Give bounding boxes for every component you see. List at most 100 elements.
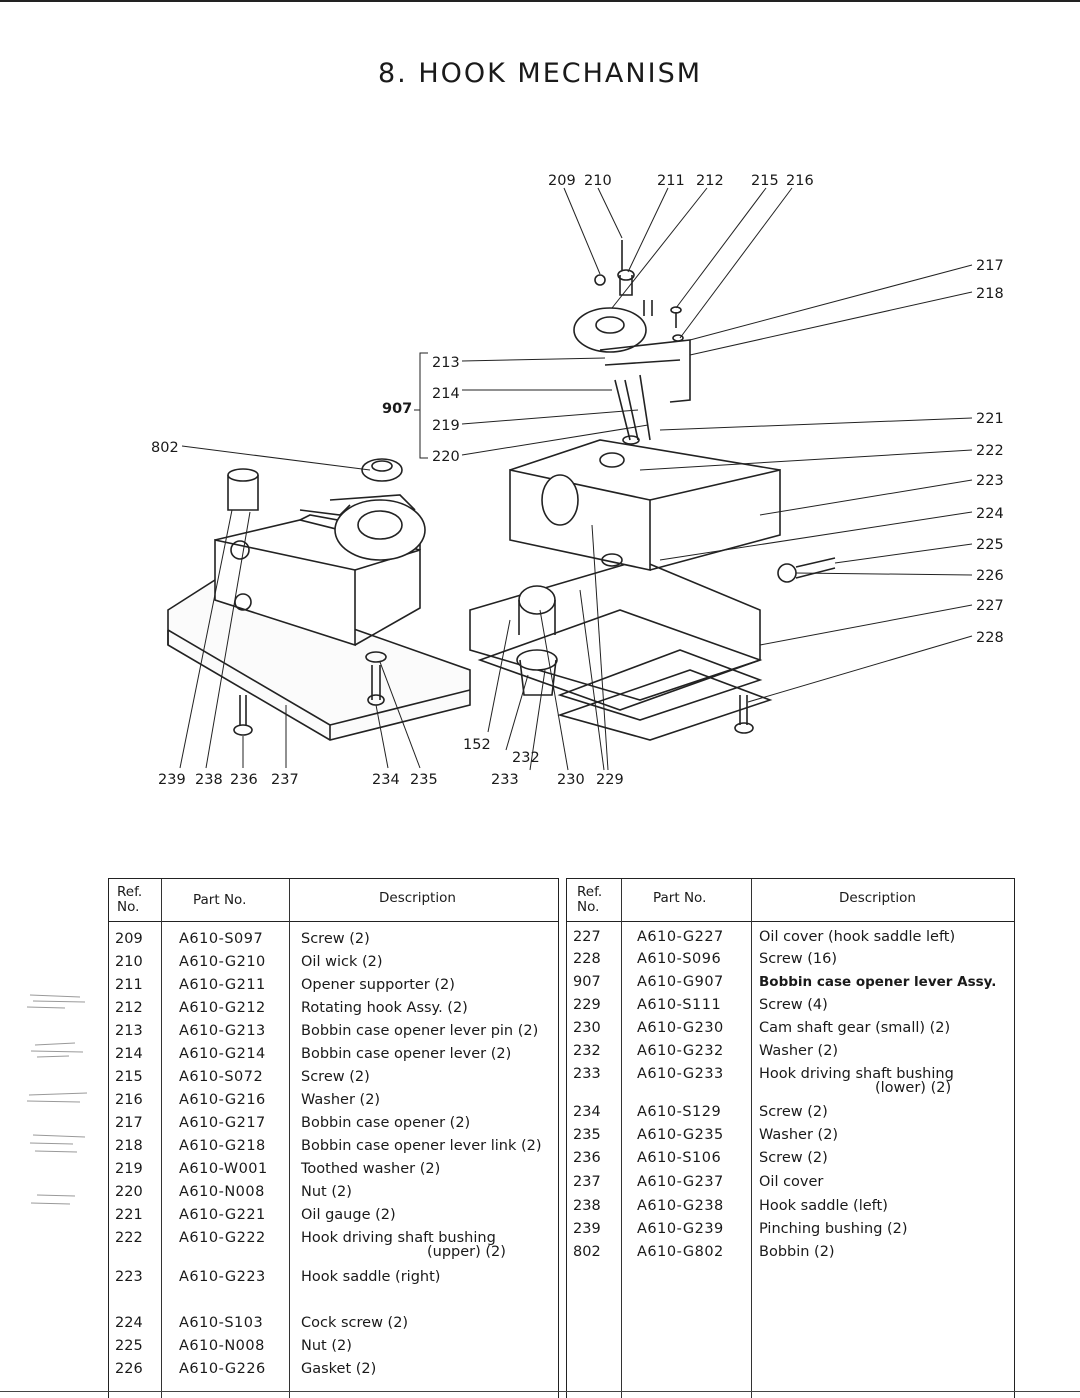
callout-214: 214 [432,386,460,402]
ref-no: 214 [115,1046,143,1062]
ref-no: 228 [573,951,601,967]
header-description: Description [839,890,916,906]
description-continued: (lower) (2) [875,1080,952,1096]
header-ref: Ref.No. [577,884,603,915]
leader-lines [179,187,973,771]
part-no: A610-N008 [179,1184,265,1200]
ref-no: 229 [573,997,601,1013]
description: Rotating hook Assy. (2) [301,1000,468,1016]
description: Screw (2) [301,1069,370,1085]
ref-no: 226 [115,1361,143,1377]
description: Hook saddle (right) [301,1269,441,1285]
ref-no: 223 [115,1269,143,1285]
description: Oil gauge (2) [301,1207,396,1223]
ref-no: 217 [115,1115,143,1131]
callout-232: 232 [512,750,540,766]
ref-no: 237 [573,1174,601,1190]
header-part-no: Part No. [193,892,247,908]
part-no: A610-G223 [179,1269,266,1285]
ref-no: 220 [115,1184,143,1200]
callout-222: 222 [976,443,1004,459]
description: Oil wick (2) [301,954,383,970]
table-header: Ref.No. Part No. Description [109,879,558,922]
part-no: A610-S129 [637,1104,722,1120]
callout-213: 213 [432,355,460,371]
callout-220: 220 [432,449,460,465]
part-no: A610-N008 [179,1338,265,1354]
callout-225: 225 [976,537,1004,553]
part-no: A610-S111 [637,997,722,1013]
callout-223: 223 [976,473,1004,489]
table-row: 230 A610-G230 Cam shaft gear (small) (2) [567,1020,1014,1042]
part-no: A610-G217 [179,1115,266,1131]
ref-no: 211 [115,977,143,993]
callout-907: 907 [382,401,412,417]
callout-212: 212 [696,173,724,189]
part-no: A610-G907 [637,974,724,990]
part-no: A610-S103 [179,1315,264,1331]
callout-210: 210 [584,173,612,189]
part-no: A610-G221 [179,1207,266,1223]
part-no: A610-G218 [179,1138,266,1154]
callout-230: 230 [557,772,585,788]
ref-no: 212 [115,1000,143,1016]
description: Screw (2) [301,931,370,947]
ref-no: 209 [115,931,143,947]
description: Washer (2) [759,1043,839,1059]
scan-smudges [26,994,88,1205]
callout-235: 235 [410,772,438,788]
part-no: A610-G210 [179,954,266,970]
column-divider [289,879,290,1398]
ref-no: 232 [573,1043,601,1059]
description: Hook driving shaft bushing [301,1230,496,1246]
ref-no: 230 [573,1020,601,1036]
part-no: A610-W001 [179,1161,268,1177]
part-no: A610-G211 [179,977,266,993]
table-row: 211 A610-G211 Opener supporter (2) [109,977,558,999]
part-no: A610-G230 [637,1020,724,1036]
ref-no: 234 [573,1104,601,1120]
callout-219: 219 [432,418,460,434]
column-divider [621,879,622,1398]
callout-228: 228 [976,630,1004,646]
description: Bobbin case opener lever Assy. [759,974,997,990]
part-no: A610-G238 [637,1198,724,1214]
description: Screw (16) [759,951,837,967]
ref-no: 227 [573,929,601,945]
part-no: A610-G232 [637,1043,724,1059]
callout-237: 237 [271,772,299,788]
callout-802: 802 [151,440,179,456]
callout-226: 226 [976,568,1004,584]
callout-211: 211 [657,173,685,189]
ref-no: 216 [115,1092,143,1108]
description: Bobbin case opener lever (2) [301,1046,512,1062]
column-divider [751,879,752,1398]
description: Gasket (2) [301,1361,377,1377]
column-divider [161,879,162,1398]
part-no: A610-G226 [179,1361,266,1377]
callout-233: 233 [491,772,519,788]
description: Opener supporter (2) [301,977,455,993]
ref-no: 802 [573,1244,601,1260]
description: Toothed washer (2) [301,1161,441,1177]
part-no: A610-S096 [637,951,722,967]
ref-no: 238 [573,1198,601,1214]
description: Pinching bushing (2) [759,1221,908,1237]
description: Cam shaft gear (small) (2) [759,1020,951,1036]
description: Oil cover [759,1174,824,1190]
ref-no: 233 [573,1066,601,1082]
ref-no: 219 [115,1161,143,1177]
